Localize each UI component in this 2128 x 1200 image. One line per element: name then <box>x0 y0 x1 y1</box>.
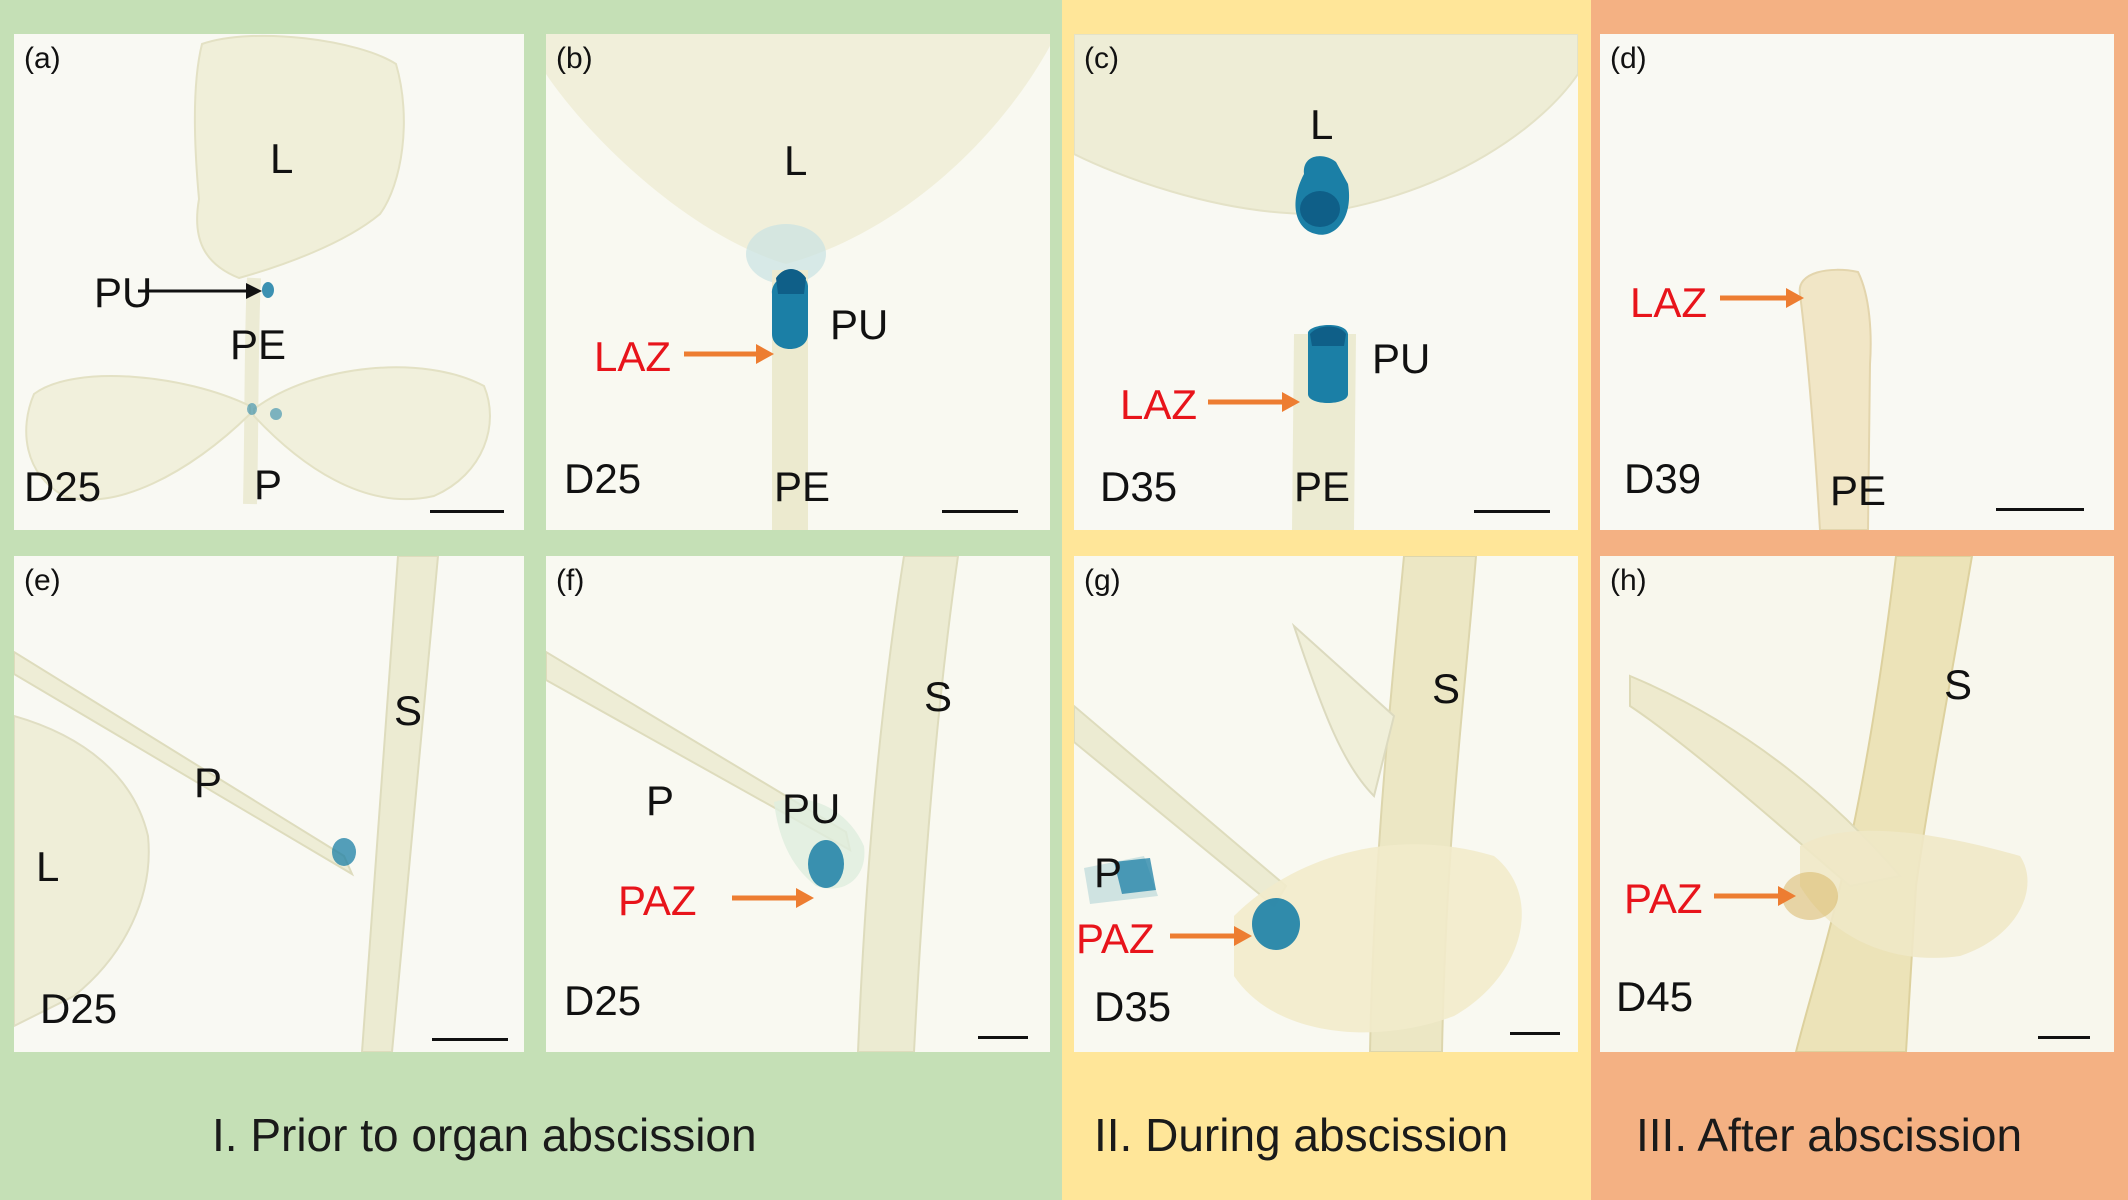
panel-d-image <box>1600 34 2114 530</box>
panel-b-image <box>546 34 1050 530</box>
panel-a-image <box>14 34 524 530</box>
panel-f-image <box>546 556 1050 1052</box>
panel-e: (e) S P L D25 <box>14 556 524 1052</box>
panel-e-label-P: P <box>194 759 223 806</box>
panel-b-label-PU: PU <box>830 301 889 348</box>
panel-b-label-LAZ: LAZ <box>594 333 672 380</box>
panel-a-label-P: P <box>254 461 283 508</box>
panel-d-scale-bar <box>1996 508 2084 511</box>
panel-a-day: D25 <box>24 463 102 510</box>
panel-f-label-S: S <box>924 673 953 720</box>
panel-e-day: D25 <box>40 985 118 1032</box>
panel-g-label-P: P <box>1094 849 1123 896</box>
panel-e-label-S: S <box>394 687 423 734</box>
panel-a-label-L: L <box>270 135 294 182</box>
panel-b-day: D25 <box>564 455 642 502</box>
panel-c-label-L: L <box>1310 101 1334 148</box>
panel-d-sublabel: (d) <box>1610 42 1647 75</box>
panel-a-scale-bar <box>430 510 504 513</box>
panel-b-label-PE: PE <box>774 463 831 510</box>
panel-g-sublabel: (g) <box>1084 564 1121 597</box>
panel-h-image <box>1600 556 2114 1052</box>
panel-b: (b) L PU LAZ PE D25 <box>546 34 1050 530</box>
panel-c-scale-bar <box>1474 510 1550 513</box>
panel-g: (g) S P PAZ D35 <box>1074 556 1578 1052</box>
panel-d-label-LAZ: LAZ <box>1630 279 1708 326</box>
panel-c-image <box>1074 34 1578 530</box>
panel-h-scale-bar <box>2038 1036 2090 1039</box>
panel-h-day: D45 <box>1616 973 1694 1020</box>
panel-g-day: D35 <box>1094 983 1172 1030</box>
panel-h-label-S: S <box>1944 661 1973 708</box>
panel-b-label-L: L <box>784 137 808 184</box>
panel-f-label-PU: PU <box>782 785 841 832</box>
panel-d-label-PE: PE <box>1830 467 1887 514</box>
panel-h: (h) S PAZ D45 <box>1600 556 2114 1052</box>
stage-3-title: III. After abscission <box>1636 1109 2023 1161</box>
panel-f-day: D25 <box>564 977 642 1024</box>
panel-e-scale-bar <box>432 1038 508 1041</box>
panel-c-sublabel: (c) <box>1084 42 1119 75</box>
panel-f-sublabel: (f) <box>556 564 585 597</box>
panel-a: (a) L PU PE P D25 <box>14 34 524 530</box>
panel-b-scale-bar <box>942 510 1018 513</box>
panel-f-label-PAZ: PAZ <box>618 877 697 924</box>
panel-c-label-LAZ: LAZ <box>1120 381 1198 428</box>
stage-1-title: I. Prior to organ abscission <box>212 1109 757 1161</box>
panel-h-label-PAZ: PAZ <box>1624 875 1703 922</box>
panel-g-label-S: S <box>1432 665 1461 712</box>
panel-b-sublabel: (b) <box>556 42 593 75</box>
panel-c-day: D35 <box>1100 463 1178 510</box>
panel-a-sublabel: (a) <box>24 42 61 75</box>
panel-f-scale-bar <box>978 1036 1028 1039</box>
panel-d-day: D39 <box>1624 455 1702 502</box>
panel-e-sublabel: (e) <box>24 564 61 597</box>
panel-g-scale-bar <box>1510 1032 1560 1035</box>
panel-c-label-PU: PU <box>1372 335 1431 382</box>
stage-2-title: II. During abscission <box>1094 1109 1509 1161</box>
panel-g-label-PAZ: PAZ <box>1076 915 1155 962</box>
panel-e-image <box>14 556 524 1052</box>
panel-c-label-PE: PE <box>1294 463 1351 510</box>
panel-h-sublabel: (h) <box>1610 564 1647 597</box>
panel-e-label-L: L <box>36 843 60 890</box>
panel-d: (d) LAZ PE D39 <box>1600 34 2114 530</box>
panel-f: (f) S P PU PAZ D25 <box>546 556 1050 1052</box>
panel-f-label-P: P <box>646 777 675 824</box>
panel-c: (c) L PU LAZ PE D35 <box>1074 34 1578 530</box>
panel-g-image <box>1074 556 1578 1052</box>
panel-a-label-PU: PU <box>94 269 153 316</box>
panel-a-label-PE: PE <box>230 321 287 368</box>
